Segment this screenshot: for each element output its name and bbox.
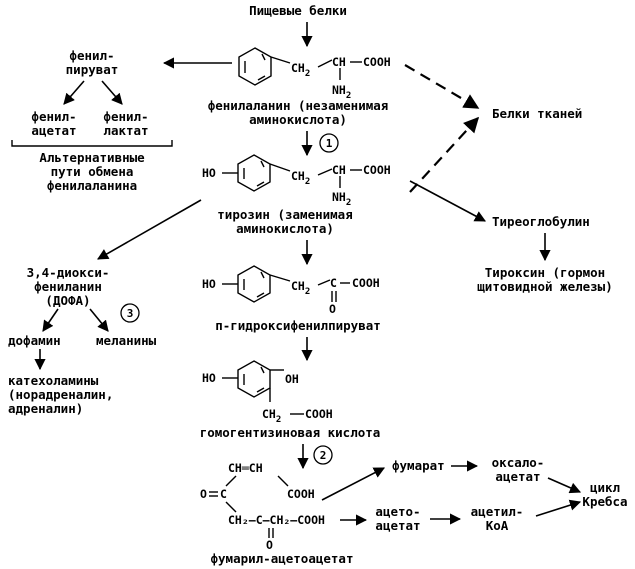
oxaloacetate-label-1: оксало- <box>492 455 545 470</box>
hga-ch2: CH2 <box>262 407 281 425</box>
enzyme-marker-1-label: 1 <box>326 137 333 150</box>
homogentisic-acid-label: гомогентизиновая кислота <box>200 425 381 440</box>
hga-ho: HO <box>202 371 216 385</box>
thyroxine-label-1: Тироксин (гормон <box>485 265 605 280</box>
dopamine-label: дофамин <box>8 333 61 348</box>
dietary-proteins-label: Пищевые белки <box>249 3 347 18</box>
hga-cooh: COOH <box>305 407 333 421</box>
arrow-oxaloacetate-to-krebs <box>547 477 582 494</box>
alt-paths-label-2: пути обмена <box>51 164 134 179</box>
catecholamines-label-2: (норадреналин, <box>8 387 113 402</box>
faa-ch-eq-ch: CH═CH <box>228 461 263 475</box>
acetyl-coa-label-2: КоА <box>486 518 509 533</box>
thyroxine-label-2: щитовидной железы) <box>477 279 612 294</box>
hpp-cooh: COOH <box>352 276 380 290</box>
phenylalanine-label-1: фенилаланин (незаменимая <box>208 98 389 113</box>
phenylacetate-label-1: фенил- <box>31 109 76 124</box>
arrow-acetylcoa-to-krebs <box>535 499 582 517</box>
phe-ch2: CH2 <box>291 61 310 79</box>
enzyme-marker-1 <box>319 133 339 153</box>
tyr-nh2: NH2 <box>332 190 351 208</box>
tyr-ch2: CH2 <box>291 169 310 187</box>
acetoacetate-label-1: ацето- <box>375 504 420 519</box>
phenylalanine-label-2: аминокислота) <box>249 112 347 127</box>
tyr-cooh: COOH <box>363 163 391 177</box>
phenylpyruvate-label-2: пируват <box>66 62 119 77</box>
arrow-tyr-to-dopa <box>97 199 202 260</box>
arrow-tyr-to-thyroglobulin <box>409 180 486 222</box>
alt-paths-label-3: фенилаланина <box>47 178 137 193</box>
hpp-ho: HO <box>202 277 216 291</box>
hydroxyphenylpyruvate-structure: HO CH2 C COOH O <box>202 265 380 316</box>
faa-c-left: C <box>220 487 227 501</box>
dashed-arrow-tyr-to-tissue <box>409 116 480 193</box>
faa-bottom-chain: CH₂—C—CH₂—COOH <box>228 513 325 527</box>
acetyl-coa-label-1: ацетил- <box>471 504 524 519</box>
dopa-label-1: 3,4-диокси- <box>27 265 110 280</box>
phenyllactate-label-1: фенил- <box>103 109 148 124</box>
enzyme-marker-2 <box>313 445 333 465</box>
acetoacetate-label-2: ацетат <box>375 518 420 533</box>
dopa-label-3: (ДОФА) <box>45 293 90 308</box>
arrow-dopa-to-dopamine <box>42 308 59 332</box>
oxaloacetate-label-2: ацетат <box>495 469 540 484</box>
phe-nh2: NH2 <box>332 83 351 101</box>
catecholamines-label-3: адреналин) <box>8 401 83 416</box>
hpp-ch2: CH2 <box>291 279 310 297</box>
hpp-o: O <box>329 302 336 316</box>
catecholamines-label-1: катехоламины <box>8 373 99 388</box>
krebs-label-1: цикл <box>590 480 620 495</box>
arrow-to-fumarate <box>321 467 385 501</box>
enzyme-marker-3 <box>120 303 140 323</box>
tyrosine-label-2: аминокислота) <box>236 221 334 236</box>
phe-cooh: COOH <box>363 55 391 69</box>
melanins-label: меланины <box>96 333 157 348</box>
dashed-arrow-phe-to-tissue <box>404 64 480 109</box>
fumarylacetoacetate-structure: CH═CH O C COOH CH₂—C—CH₂—COOH O <box>200 461 325 552</box>
enzyme-marker-3-label: 3 <box>127 307 134 320</box>
hpp-c: C <box>330 276 337 290</box>
tyr-ho: HO <box>202 166 216 180</box>
tyrosine-label-1: тирозин (заменимая <box>217 207 352 222</box>
phenylpyruvate-label-1: фенил- <box>69 48 114 63</box>
tyrosine-structure: HO CH2 CH COOH NH2 <box>202 154 391 208</box>
enzyme-marker-2-label: 2 <box>320 449 327 462</box>
thyroglobulin-label: Тиреоглобулин <box>492 214 590 229</box>
alt-paths-label-1: Альтернативные <box>39 150 145 165</box>
fumarylacetoacetate-label: фумарил-ацетоацетат <box>211 551 354 566</box>
faa-o-left: O <box>200 487 207 501</box>
tyr-ch: CH <box>332 163 346 177</box>
phenylacetate-label-2: ацетат <box>31 123 76 138</box>
hga-oh: OH <box>285 372 299 386</box>
tissue-proteins-label: Белки тканей <box>492 106 582 121</box>
phenylalanine-structure: CH2 CH COOH NH2 <box>238 47 391 101</box>
homogentisic-acid-structure: HO OH CH2 COOH <box>202 360 333 425</box>
arrow-to-phenylacetate <box>63 80 85 105</box>
faa-o-bottom: O <box>266 538 273 552</box>
arrow-dopa-to-melanins <box>89 308 109 332</box>
krebs-label-2: Кребса <box>582 494 627 509</box>
phenyllactate-label-2: лактат <box>103 123 148 138</box>
faa-cooh-top: COOH <box>287 487 315 501</box>
alt-paths-bracket <box>11 140 173 147</box>
dopa-label-2: фениланин <box>34 279 102 294</box>
fumarate-label: фумарат <box>392 458 445 473</box>
hydroxyphenylpyruvate-label: п-гидроксифенилпируват <box>215 318 381 333</box>
arrow-to-phenyllactate <box>101 80 123 105</box>
phe-ch: CH <box>332 55 346 69</box>
